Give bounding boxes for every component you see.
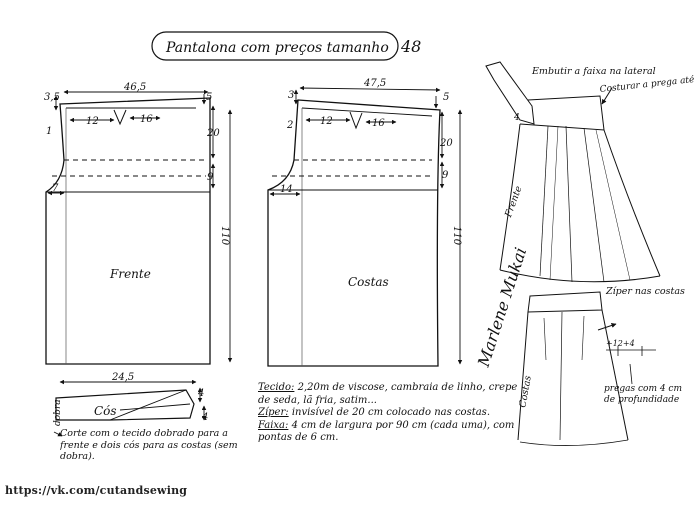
ziper-label: Zíper: xyxy=(258,407,289,418)
front-dart-length: 16 xyxy=(140,114,153,125)
waistband-label: Cós xyxy=(94,404,117,418)
waistband-fold: dobra xyxy=(53,399,63,426)
waistband-length: 24,5 xyxy=(111,372,134,383)
back-dart-length: 16 xyxy=(372,118,385,129)
front-length: 110 xyxy=(219,226,230,246)
back-length: 110 xyxy=(451,226,462,246)
back-label: Costas xyxy=(348,275,389,289)
designer-signature: Marlene Mukai xyxy=(474,245,531,370)
back-dimensions xyxy=(269,85,463,365)
front-view-sketch xyxy=(485,61,661,283)
pregas-note: pregas com 4 cm de profundidade xyxy=(604,384,683,405)
tecido-label: Tecido: xyxy=(258,382,295,393)
front-crotch-ext: 7 xyxy=(52,183,59,194)
waistband-note-box: Corte com o tecido dobrado para a frente… xyxy=(60,428,238,462)
front-label: Frente xyxy=(109,267,151,281)
embutir-note-text: Embutir a faixa na lateral xyxy=(531,66,656,77)
ziper-text: invisível de 20 cm colocado nas costas. xyxy=(291,407,490,418)
back-pattern-piece xyxy=(267,99,441,367)
back-labels: 47,5 3 5 2 12 16 20 9 14 110 Costas xyxy=(280,78,462,289)
waistband-labels: 24,5 Cós dobra 4 4 xyxy=(53,372,208,437)
ziper-note: Zíper nas costas xyxy=(605,286,685,297)
front-labels: 46,5 3,5 5 12 16 1 20 9 7 110 Frente xyxy=(44,82,230,281)
back-waist-width: 47,5 xyxy=(363,78,386,89)
front-point-1: 1 xyxy=(46,126,52,137)
front-dimensions xyxy=(47,89,233,363)
back-point-2: 2 xyxy=(286,120,293,131)
faixa-label: Faixa: xyxy=(258,419,289,431)
back-side-rise: 5 xyxy=(443,92,449,103)
waistband-piece xyxy=(55,389,195,421)
faixa-text: 4 cm de largura por 90 cm (cada uma), co… xyxy=(258,419,515,444)
title-text: Pantalona com preços tamanho xyxy=(165,40,389,56)
waistband-end-1: 4 xyxy=(197,388,204,399)
fabric-line: Tecido: 2,20m de viscose, cambraia de li… xyxy=(258,382,520,407)
front-view-label: Frente xyxy=(503,184,525,219)
front-crotch-depth: 20 xyxy=(206,128,220,139)
footer-url: https://vk.com/cutandsewing xyxy=(5,484,188,497)
waistband-end-2: 4 xyxy=(201,412,208,423)
front-hip-step: 9 xyxy=(207,172,214,183)
back-crotch-ext: 14 xyxy=(280,184,293,195)
back-crotch-depth: 20 xyxy=(439,138,453,149)
pleat-dimension: +12+4 xyxy=(606,339,635,348)
back-dart-offset: 12 xyxy=(320,116,333,127)
sash-line: Faixa: 4 cm de largura por 90 cm (cada u… xyxy=(258,420,520,445)
size-number: 48 xyxy=(400,37,421,56)
front-waist-rise: 3,5 xyxy=(44,92,60,103)
back-view-sketch xyxy=(517,291,656,446)
front-waist-width: 46,5 xyxy=(123,82,146,93)
back-view-label: Costas xyxy=(517,375,533,409)
front-dart-offset: 12 xyxy=(86,116,99,127)
waistband-note: Corte com o tecido dobrado para a frente… xyxy=(60,428,238,462)
embutir-note: Embutir a faixa na lateral xyxy=(531,66,656,77)
tecido-text: 2,20m de viscose, cambraia de linho, cre… xyxy=(258,382,518,406)
pregas-note-box: pregas com 4 cm de profundidade xyxy=(604,384,683,405)
zipper-line: Zíper: invisível de 20 cm colocado nas c… xyxy=(258,407,520,420)
front-view-dim-4: 4 xyxy=(513,113,520,123)
fabric-notes: Tecido: 2,20m de viscose, cambraia de li… xyxy=(258,382,520,445)
back-hip-step: 9 xyxy=(442,170,449,181)
front-side-rise: 5 xyxy=(206,92,212,103)
back-waist-rise: 3 xyxy=(288,90,294,101)
waistband-dimensions xyxy=(59,379,207,421)
front-pattern-piece xyxy=(45,97,211,365)
title-box: Pantalona com preços tamanho 48 xyxy=(151,31,421,61)
